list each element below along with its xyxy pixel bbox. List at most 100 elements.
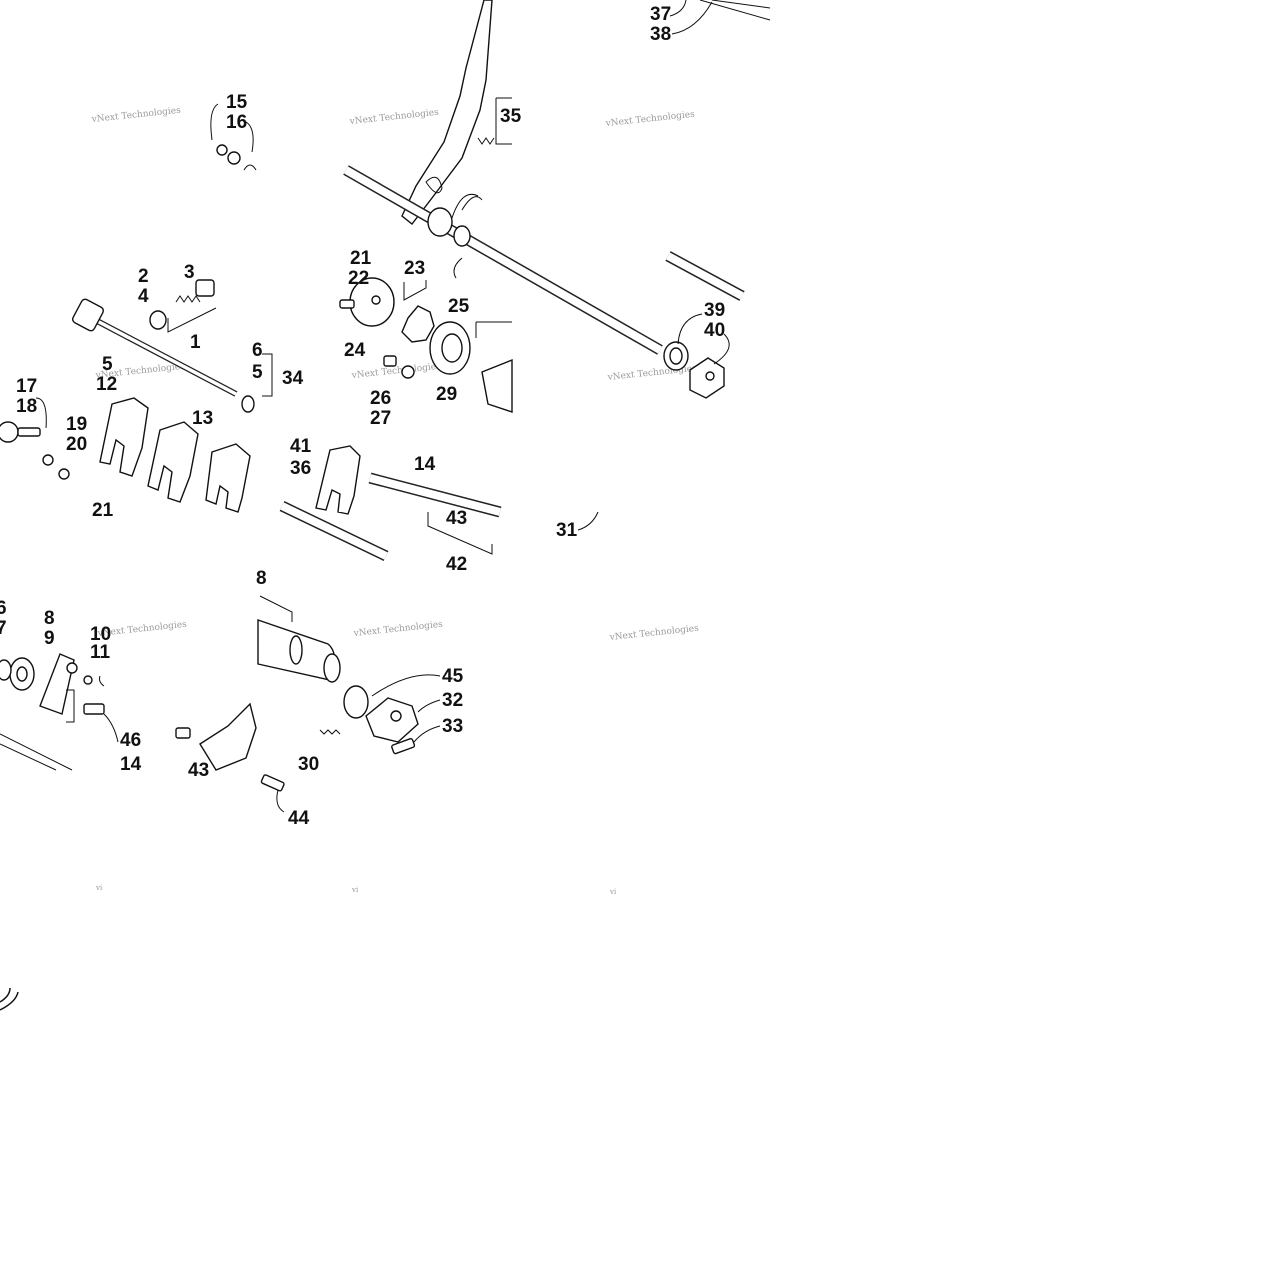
selector-plate: [199, 702, 257, 771]
watermark-text: vNext Technologies: [604, 110, 695, 129]
bearing-17: [0, 421, 19, 443]
leader-line: [413, 725, 441, 743]
lever-cutout: [425, 176, 443, 194]
seal-15: [216, 144, 228, 156]
callout-8b: 8: [256, 568, 267, 589]
leader-line: [66, 689, 75, 723]
leader-line: [262, 353, 273, 397]
callout-16: 16: [226, 112, 247, 133]
callout-10: 10: [90, 624, 111, 645]
watermark-text: vNext Technologies: [348, 108, 439, 127]
callout-5: 5: [102, 354, 113, 375]
callout-18: 18: [16, 396, 37, 417]
callout-19: 19: [66, 414, 87, 435]
callout-8: 8: [44, 608, 55, 629]
washer-4: [149, 310, 167, 330]
callout-46: 46: [120, 730, 141, 751]
callout-21: 21: [92, 500, 114, 521]
leader-line: [210, 103, 219, 141]
callout-39: 39: [704, 300, 725, 321]
watermark-text: vNext Technologies: [352, 620, 443, 639]
callout-20: 20: [66, 434, 87, 455]
tile-output-shaft: 37 38 39 40 31: [556, 0, 771, 541]
leader-line: [677, 313, 730, 365]
leader-line: [103, 713, 119, 743]
fork-rod-14b: [0, 733, 73, 771]
bolt-33: [391, 738, 416, 755]
leader-line: [669, 0, 713, 35]
tile-shift-lever: 35 21 22 23 24 25 26 27 29 41 36 14 43 4…: [279, 0, 663, 575]
callout-22: 22: [348, 268, 369, 289]
tile-shift-arm: 6 7 8 9 10 11 46 14 43: [0, 598, 257, 781]
shaft-segment: [711, 0, 771, 9]
fork-rod-14-fill: [368, 474, 502, 516]
leader-line: [475, 321, 512, 338]
return-spring: [451, 193, 483, 279]
callout-26: 26: [370, 388, 391, 409]
watermark-text: vi: [351, 886, 359, 894]
main-shaft-fill: [344, 166, 662, 354]
tile-shift-drum: 8 45 32 33 30 44: [256, 568, 464, 829]
spring-16: [243, 164, 257, 171]
callout-1: 1: [190, 332, 201, 353]
fork-rod-14b-edge: [0, 743, 57, 771]
washer-7: [0, 659, 12, 681]
callout-31: 31: [556, 520, 578, 541]
star-wheel: [401, 305, 435, 343]
bolt-18: [17, 427, 41, 437]
callout-30: 30: [298, 754, 319, 775]
watermark-text: vNext Technologies: [608, 624, 699, 643]
oil-seal-39-inner: [669, 347, 683, 365]
callout-41: 41: [290, 436, 312, 457]
leader-line: [403, 280, 427, 301]
callout-15: 15: [226, 92, 248, 113]
leader-line: [35, 397, 47, 429]
callout-2: 2: [138, 266, 149, 287]
bearing-8-inner: [16, 666, 28, 682]
bolt-26: [383, 355, 397, 367]
callout-14b: 14: [120, 754, 142, 775]
rubber-boot: [481, 358, 513, 413]
callout-45: 45: [442, 666, 464, 687]
leader-line: [577, 511, 599, 531]
drum-cover-hole: [390, 710, 402, 722]
bolt-46: [83, 703, 105, 715]
leader-line: [427, 512, 493, 555]
callout-38: 38: [650, 24, 671, 45]
watermark-text: vi: [609, 888, 617, 896]
callout-5b: 5: [252, 362, 263, 383]
bolt-44: [260, 774, 285, 792]
leader-line: [276, 789, 285, 813]
leader-line: [371, 674, 441, 697]
bearing-25-inner: [441, 333, 463, 363]
callout-35: 35: [500, 106, 522, 127]
rod-segment-fill: [666, 252, 744, 300]
tile-shift-forks: 15 16 2 3 4 1 5 12 13 17 18 19 20 21 6 5…: [0, 92, 304, 521]
callout-7: 7: [0, 618, 7, 639]
callout-14: 14: [414, 454, 436, 475]
callout-34: 34: [282, 368, 304, 389]
callout-29: 29: [436, 384, 457, 405]
arm-pin: [66, 662, 78, 674]
watermark-text: vi: [95, 884, 103, 892]
pin-30: [319, 729, 341, 735]
shift-fork-13b: [205, 443, 251, 513]
shift-shaft-inner: [79, 310, 237, 396]
seal-16: [227, 151, 241, 165]
spring-fragment: [0, 987, 19, 1011]
callout-37: 37: [650, 4, 671, 25]
watermark-text: vNext Technologies: [90, 106, 181, 125]
callout-17: 17: [16, 376, 37, 397]
shift-fork-41: [315, 445, 361, 515]
washer-10: [83, 675, 93, 685]
leader-line: [417, 699, 441, 713]
callout-40: 40: [704, 320, 725, 341]
callout-9: 9: [44, 628, 55, 649]
shift-fork-13a: [147, 421, 199, 503]
shaft-spring: [427, 207, 453, 237]
shaft-collar: [453, 225, 471, 247]
fork-rod-36-fill: [280, 502, 388, 560]
washer-19: [42, 454, 54, 466]
drum-groove: [289, 635, 303, 665]
washer-20: [58, 468, 70, 480]
